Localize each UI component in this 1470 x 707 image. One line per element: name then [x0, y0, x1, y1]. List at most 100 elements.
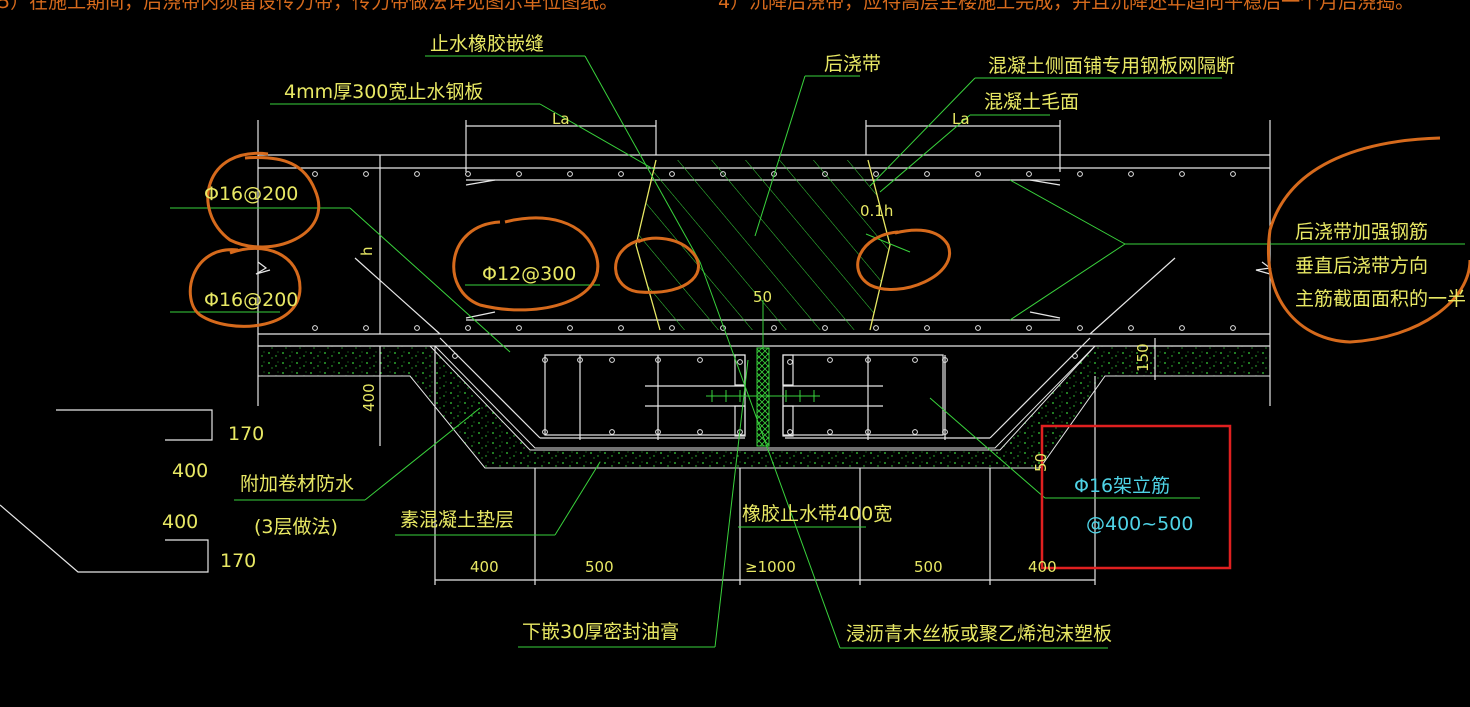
- rebar-dot: [655, 429, 661, 435]
- dim-400-vertical: 400: [360, 383, 378, 412]
- circle-reinforce: [1267, 136, 1470, 344]
- label-la-right: La: [952, 110, 970, 128]
- rebar-dot: [912, 357, 918, 363]
- rebar-dot: [771, 325, 777, 331]
- label-la-left: La: [552, 110, 570, 128]
- rebar-dot: [975, 325, 981, 331]
- rebar-dot: [577, 357, 583, 363]
- rebar-dot: [414, 171, 420, 177]
- dim-400-b: 400: [1028, 558, 1057, 576]
- dim-400-a: 400: [470, 558, 499, 576]
- rebar-dot: [465, 171, 471, 177]
- circle-rebar-top: [206, 151, 321, 249]
- rebar-dot: [737, 359, 743, 365]
- label-stand-bar: Φ16架立筋: [1074, 475, 1170, 497]
- label-h: h: [358, 246, 376, 256]
- rebar-dot: [787, 429, 793, 435]
- annotation-circles: [188, 136, 1470, 344]
- label-reinforce-3: 主筋截面面积的一半: [1295, 288, 1466, 310]
- rebar-dot: [452, 353, 458, 359]
- rebar-dot: [942, 357, 948, 363]
- rebar-dot: [827, 357, 833, 363]
- rebar-dot: [822, 171, 828, 177]
- rebar-dot: [1179, 171, 1185, 177]
- rebar-dot: [414, 325, 420, 331]
- label-rebar-top: Φ16@200: [204, 183, 298, 205]
- label-waterproof: 附加卷材防水: [240, 473, 354, 495]
- label-board: 浸沥青木丝板或聚乙烯泡沫塑板: [846, 623, 1112, 645]
- circle-rebar-bottom: [188, 246, 302, 328]
- circle-rebar-mid: [452, 216, 600, 312]
- rebar-dot: [516, 171, 522, 177]
- label-rubber-joint: 止水橡胶嵌缝: [430, 33, 544, 55]
- rebar-dot: [975, 171, 981, 177]
- rebar-dot: [1230, 171, 1236, 177]
- rebar-dot: [1128, 171, 1134, 177]
- rebar-dot: [618, 325, 624, 331]
- rebar-dot: [865, 429, 871, 435]
- slab-outline: [0, 120, 1272, 585]
- rebar-dot: [1230, 325, 1236, 331]
- label-sealant: 下嵌30厚密封油膏: [522, 620, 679, 643]
- band-edge-left: [635, 159, 661, 331]
- label-steel-plate: 4mm厚300宽止水钢板: [284, 81, 483, 103]
- label-rebar-mid: Φ12@300: [482, 263, 576, 285]
- rebar-dot: [567, 171, 573, 177]
- rebar-dot: [618, 171, 624, 177]
- highlight-box: [1040, 424, 1232, 570]
- rebar-dot: [312, 171, 318, 177]
- rebar-dot: [542, 357, 548, 363]
- dim-1000: ≥1000: [745, 558, 796, 576]
- post-pour-hatch: [636, 160, 890, 330]
- note-left: 5）在施工期间，后浇带内须留设传力带，传力带做法详见图示单位图纸。: [0, 0, 618, 13]
- dim-150: 150: [1134, 343, 1152, 372]
- rebar-dot: [542, 429, 548, 435]
- rebar-dot: [1077, 325, 1083, 331]
- circle-band-left: [614, 236, 700, 294]
- rebar-dot: [312, 325, 318, 331]
- dim-50: 50: [753, 288, 772, 306]
- label-rubber-band: 橡胶止水带400宽: [742, 503, 892, 525]
- label-cushion: 素混凝土垫层: [400, 509, 514, 531]
- rebar-dot: [787, 359, 793, 365]
- rebar-dot: [669, 171, 675, 177]
- circle-band-right: [856, 228, 952, 291]
- dim-500-b: 500: [914, 558, 943, 576]
- rebar-dot: [363, 325, 369, 331]
- label-post-pour-band: 后浇带: [824, 53, 881, 75]
- note-right: 4）沉降后浇带，应待高层主楼施工完成，并且沉降还年趋向平稳后一个月后浇捣。: [718, 0, 1414, 13]
- rebar-dot: [609, 429, 615, 435]
- rebar-dot: [363, 171, 369, 177]
- rebar-dot: [865, 357, 871, 363]
- rebar-dot: [465, 325, 471, 331]
- rebar-dot: [912, 429, 918, 435]
- rebar-dot: [1077, 171, 1083, 177]
- joint-filler: [756, 347, 770, 447]
- rebar-dot: [924, 171, 930, 177]
- dim-side-170-b: 170: [220, 550, 256, 572]
- label-reinforce-2: 垂直后浇带方向: [1295, 255, 1428, 277]
- dim-side-400-b: 400: [162, 511, 198, 533]
- rebar-dot: [697, 357, 703, 363]
- label-rough-surface: 混凝土毛面: [984, 91, 1079, 113]
- rebar-dot: [827, 429, 833, 435]
- rebar-dot: [720, 171, 726, 177]
- band-edge-right: [867, 159, 891, 331]
- rebar-dot: [1179, 325, 1185, 331]
- label-steel-mesh: 混凝土侧面铺专用钢板网隔断: [988, 55, 1235, 77]
- dim-500-a: 500: [585, 558, 614, 576]
- rebar-dot: [655, 357, 661, 363]
- dim-side-170-a: 170: [228, 423, 264, 445]
- rebar-dot: [924, 325, 930, 331]
- rebar-dot: [697, 429, 703, 435]
- rebar-dot: [1072, 353, 1078, 359]
- dim-side-400-a: 400: [172, 460, 208, 482]
- rebar-dot: [873, 171, 879, 177]
- rebar-dot: [1026, 325, 1032, 331]
- leader-lines: [170, 55, 1465, 649]
- rebar-dot: [1128, 325, 1134, 331]
- rebar-dot: [942, 429, 948, 435]
- label-reinforce-1: 后浇带加强钢筋: [1295, 221, 1428, 243]
- concrete-cushion: [257, 345, 1271, 469]
